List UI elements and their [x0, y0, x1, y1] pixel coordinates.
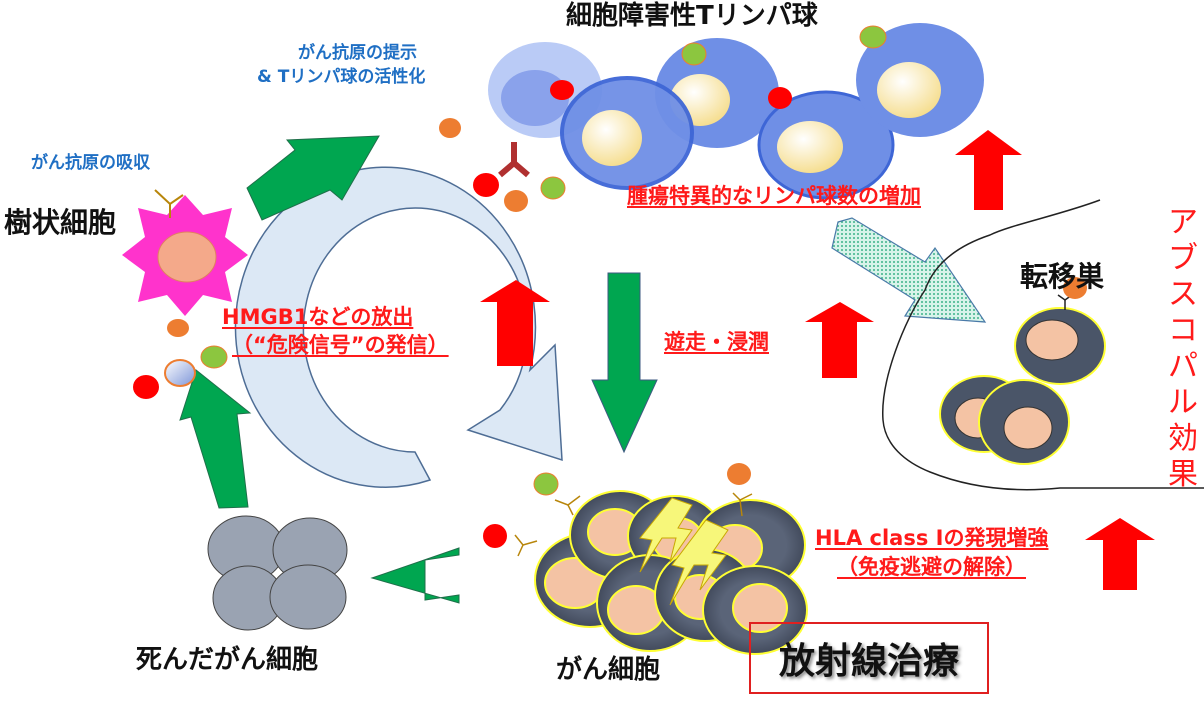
- antigen-orange: [504, 190, 528, 212]
- antigen-orange: [167, 319, 189, 337]
- uptake-label: がん抗原の吸収: [31, 153, 150, 173]
- green-arrow-dead-to-dendritic: [179, 369, 252, 509]
- dendritic-cell: [122, 189, 248, 316]
- green-arrow-dendritic-to-tcell: [246, 135, 380, 221]
- dead-cells-label: 死んだがん細胞: [136, 645, 319, 675]
- antigen-red: [550, 80, 574, 100]
- red-arrow-hla: [1085, 518, 1155, 590]
- abscopal-char: 効: [1168, 421, 1198, 456]
- antigen-red: [483, 524, 507, 548]
- abscopal-char: コ: [1168, 313, 1198, 348]
- receptor-icon: [514, 492, 753, 557]
- abscopal-char: ア: [1168, 205, 1198, 240]
- antigen-orange: [439, 118, 461, 138]
- abscopal-char: ブ: [1168, 241, 1198, 276]
- dendritic-cell-label: 樹状細胞: [4, 206, 117, 239]
- antigen-green: [200, 345, 228, 369]
- metastasis-cells: [939, 277, 1106, 465]
- radiotherapy-box: 放射線治療: [749, 622, 989, 694]
- hmgb1-molecule: [164, 359, 196, 387]
- metastasis-outline: [882, 199, 1204, 491]
- antigen-green: [533, 472, 559, 496]
- abscopal-char: ル: [1168, 385, 1198, 420]
- antigen-red: [133, 375, 159, 399]
- antigen-green: [859, 25, 887, 49]
- antigen-orange: [727, 463, 751, 485]
- radiotherapy-label: 放射線治療: [778, 641, 959, 682]
- red-arrow-migration: [805, 302, 874, 378]
- hmgb1-label-line2: （“危険信号”の発信）: [232, 333, 449, 357]
- antigen-green: [540, 176, 566, 200]
- cancer-cell-cluster: [534, 490, 808, 655]
- red-arrow-tcell: [955, 130, 1022, 210]
- hla-label-line2: （免疫逃避の解除）: [837, 555, 1026, 579]
- presentation-label-line1: がん抗原の提示: [298, 43, 417, 63]
- cancer-cells-label: がん細胞: [556, 655, 661, 685]
- green-arrow-tcell-to-cancer: [591, 272, 658, 454]
- antigen-green: [681, 42, 707, 66]
- hmgb1-label-line1: HMGB1などの放出: [222, 305, 414, 329]
- antigen-orange: [1063, 277, 1087, 299]
- dead-cancer-cells: [207, 515, 348, 631]
- metastasis-label: 転移巣: [1020, 260, 1105, 293]
- lightning-bolt-icon: [639, 497, 693, 573]
- t-lymphocyte-group: [488, 23, 984, 200]
- lightning-bolt-icon: [669, 519, 729, 606]
- abscopal-char: パ: [1168, 349, 1198, 384]
- antigen-red: [768, 87, 792, 109]
- abscopal-char: 果: [1168, 457, 1198, 492]
- tumor-specific-label: 腫瘍特異的なリンパ球数の増加: [627, 184, 921, 208]
- antigen-red: [473, 173, 499, 197]
- migration-label: 遊走・浸潤: [664, 330, 769, 354]
- green-arrow-cancer-to-dead: [370, 547, 460, 604]
- hla-label-line1: HLA class Iの発現増強: [815, 526, 1049, 550]
- ctl-title: 細胞障害性Tリンパ球: [566, 1, 818, 31]
- dotted-arrow-to-metastasis: [831, 217, 987, 323]
- abscopal-effect-label: ア ブ ス コ パ ル 効 果: [1168, 205, 1198, 493]
- antibody-icon: [498, 142, 530, 178]
- presentation-label-line2: & Tリンパ球の活性化: [257, 67, 426, 87]
- red-arrow-hmgb1: [480, 280, 550, 366]
- abscopal-char: ス: [1168, 277, 1198, 312]
